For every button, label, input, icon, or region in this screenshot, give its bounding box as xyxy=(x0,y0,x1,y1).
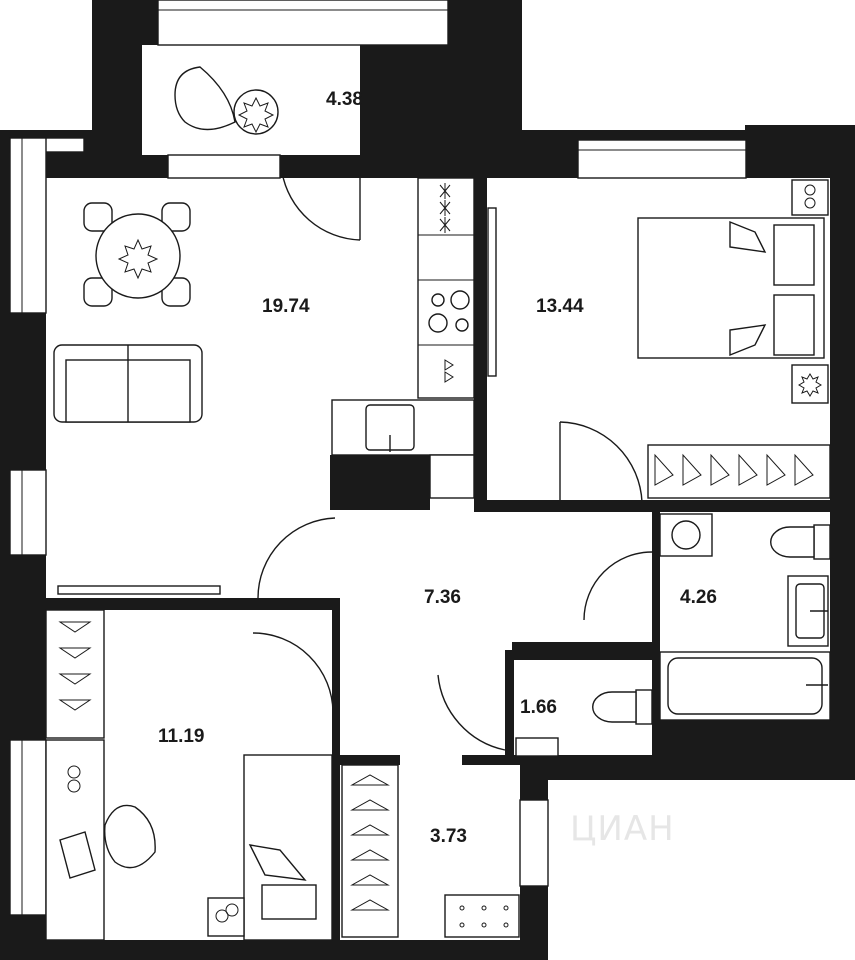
dining-table xyxy=(83,202,191,307)
windows xyxy=(9,0,747,916)
bedroom2-desk xyxy=(45,739,156,941)
area-label-toilet: 1.66 xyxy=(520,697,557,718)
bedroom-wardrobe xyxy=(647,444,831,499)
balcony-armchair xyxy=(174,66,279,135)
doors xyxy=(252,170,653,751)
area-label-storage: 3.73 xyxy=(430,826,467,847)
toilet-fixture xyxy=(515,689,653,757)
bedroom-tv-panel xyxy=(487,207,497,377)
storage-rack xyxy=(341,764,399,938)
bathroom-toilet xyxy=(770,524,831,560)
kitchen-counter xyxy=(331,177,475,499)
sofa xyxy=(53,344,203,423)
area-label-hallway: 7.36 xyxy=(424,587,461,608)
area-label-bedroom-2: 11.19 xyxy=(158,726,205,747)
bathroom-sink xyxy=(787,575,829,647)
area-label-bathroom: 4.26 xyxy=(680,587,717,608)
bedroom2-bed xyxy=(207,754,333,941)
area-label-balcony: 4.38 xyxy=(326,89,363,110)
area-label-bedroom: 13.44 xyxy=(536,296,584,317)
bathtub xyxy=(659,651,831,721)
watermark-text: ЦИАН xyxy=(570,809,675,849)
area-label-kitchen-living: 19.74 xyxy=(262,296,310,317)
storage-panel xyxy=(444,894,520,938)
bed xyxy=(637,179,829,404)
washing-machine xyxy=(659,513,713,557)
bedroom2-wardrobe xyxy=(45,609,105,739)
